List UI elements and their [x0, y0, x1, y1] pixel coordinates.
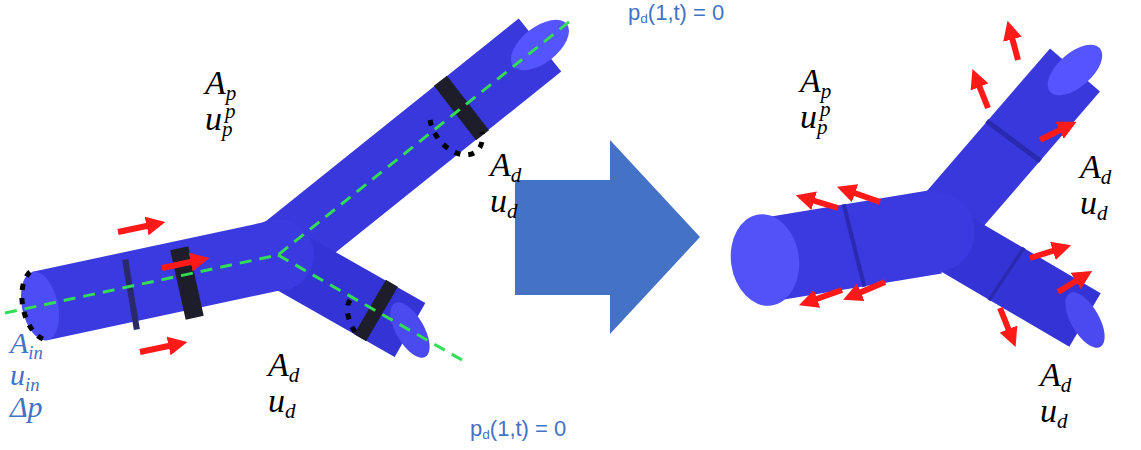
left-vessel	[5, 10, 578, 364]
math-label: upp	[800, 100, 831, 134]
math-label: pd(1,t) = 0	[470, 418, 566, 440]
math-label: Δp	[10, 392, 43, 422]
math-label: uin	[10, 360, 39, 390]
math-label: Ad	[490, 148, 521, 182]
math-label: Ad	[1040, 358, 1071, 392]
math-label: ud	[1040, 394, 1068, 428]
math-label: ud	[490, 184, 518, 218]
math-label: Ap	[800, 64, 831, 98]
math-label: ud	[1080, 186, 1108, 220]
math-label: pd(1,t) = 0	[628, 2, 724, 24]
math-label: Ain	[10, 328, 43, 358]
right-vessel	[725, 30, 1113, 354]
math-label: Ad	[268, 348, 299, 382]
math-label: Ap	[205, 66, 236, 100]
math-label: Ad	[1080, 150, 1111, 184]
math-label: ud	[268, 384, 296, 418]
math-label: upp	[205, 102, 236, 136]
transition-arrow	[515, 140, 700, 334]
